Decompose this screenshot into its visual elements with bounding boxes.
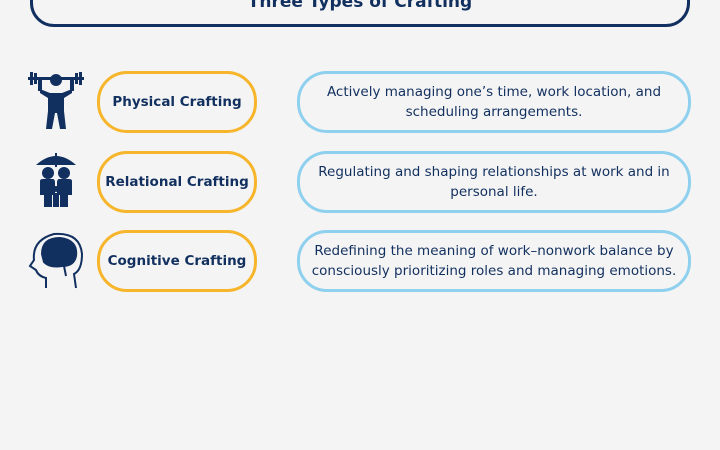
relational-crafting-description: Regulating and shaping relationships at … xyxy=(297,151,691,213)
row-cognitive: Cognitive Crafting Redefining the meanin… xyxy=(0,230,720,292)
relational-crafting-label: Relational Crafting xyxy=(97,151,257,213)
cognitive-crafting-description: Redefining the meaning of work–nonwork b… xyxy=(297,230,691,292)
physical-crafting-description: Actively managing one’s time, work locat… xyxy=(297,71,691,133)
weightlifter-icon xyxy=(28,72,84,129)
head-brain-icon xyxy=(28,232,84,289)
physical-crafting-label: Physical Crafting xyxy=(97,71,257,133)
cognitive-crafting-label: Cognitive Crafting xyxy=(97,230,257,292)
row-relational: Relational Crafting Regulating and shapi… xyxy=(0,151,720,213)
family-umbrella-icon xyxy=(36,153,76,207)
title: Three Types of Crafting xyxy=(247,0,473,12)
row-physical: Physical Crafting Actively managing one’… xyxy=(0,71,720,133)
title-box: Three Types of Crafting xyxy=(30,0,690,27)
